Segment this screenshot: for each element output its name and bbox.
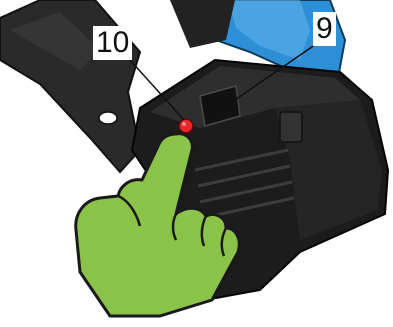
callout-number-10: 10 [93,26,132,60]
indicator-button [179,119,193,133]
battery-latch [280,112,302,142]
callout-number-9: 9 [313,12,336,46]
